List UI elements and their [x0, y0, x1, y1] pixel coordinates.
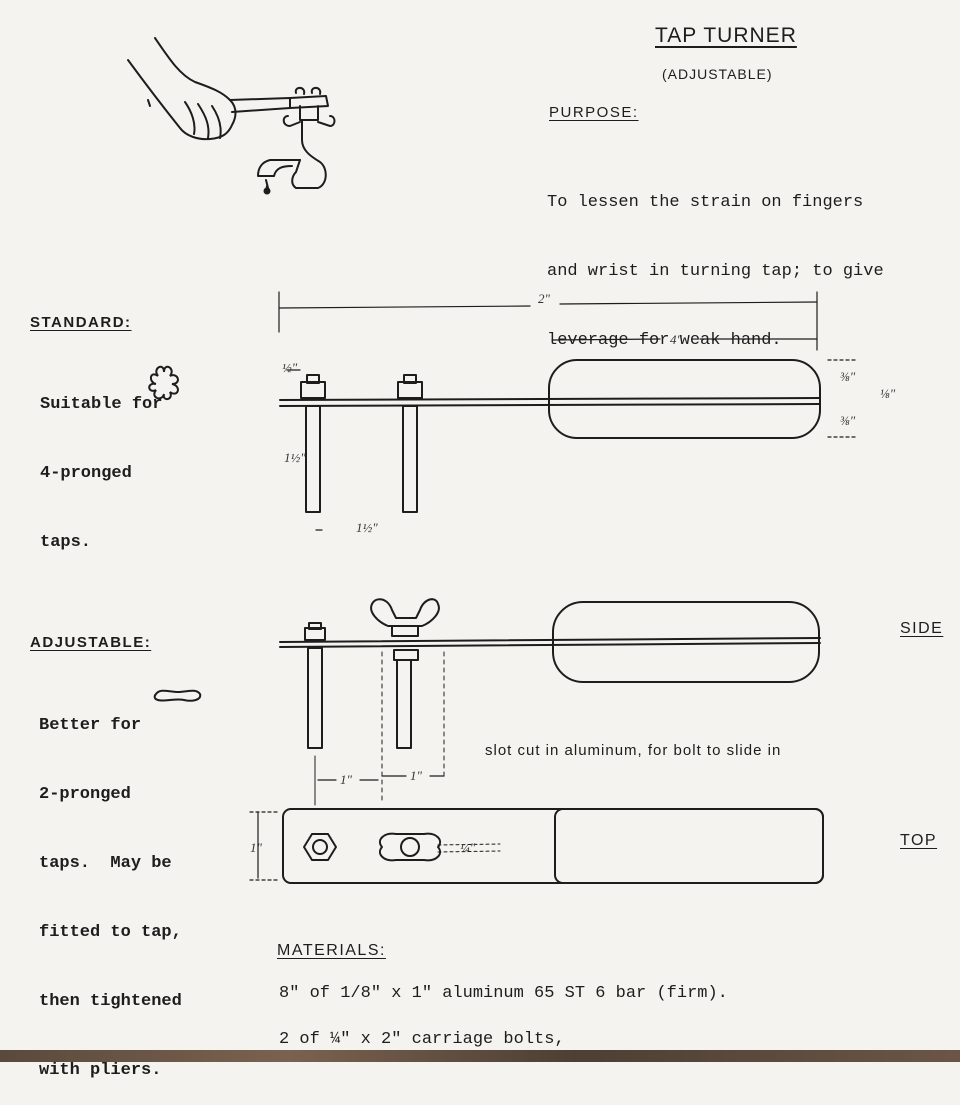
purpose-line: To lessen the strain on fingers: [547, 193, 864, 212]
standard-line: taps.: [40, 533, 92, 552]
dimension-labels: 2" 4" ½" 1½" 1½" ⅜" ⅜" ⅛" 1" 1" 1" ¼": [250, 291, 896, 855]
four-prong-tap-icon: [148, 365, 179, 400]
purpose-text: To lessen the strain on fingers and wris…: [547, 145, 884, 375]
purpose-heading: PURPOSE:: [549, 104, 639, 121]
standard-line: Suitable for: [40, 395, 163, 414]
standard-heading: STANDARD:: [30, 314, 132, 331]
standard-side-view: [279, 359, 821, 513]
slot-note: slot cut in aluminum, for bolt to slide …: [485, 742, 782, 759]
materials-line-1: 8" of 1/8" x 1" aluminum 65 ST 6 bar (fi…: [279, 984, 728, 1003]
bolt-offset-label: ½": [282, 360, 298, 375]
slot-width-label: ¼": [460, 840, 476, 855]
standard-dimension-lines: [278, 291, 859, 531]
hand-turning-tap-illustration: [127, 37, 336, 195]
bolt-spacing-label: 1½": [356, 520, 378, 535]
adjustable-heading: ADJUSTABLE:: [30, 634, 152, 651]
adjustable-line: taps. May be: [39, 854, 172, 873]
adjustable-top-view: [282, 808, 824, 884]
purpose-line: leverage for weak hand.: [547, 331, 782, 350]
purpose-line: and wrist in turning tap; to give: [547, 262, 884, 281]
materials-line-2: 2 of ¼" x 2" carriage bolts,: [279, 1030, 565, 1049]
handle-top-label: ⅜": [840, 369, 856, 384]
adjustable-line: then tightened: [39, 992, 182, 1011]
side-view-label: SIDE: [900, 620, 944, 637]
two-prong-tap-icon: [153, 689, 202, 702]
adjustable-line: fitted to tap,: [39, 923, 182, 942]
page-title: TAP TURNER: [655, 24, 797, 47]
adjustable-line: Better for: [39, 716, 142, 735]
handle-thickness-label: ⅛": [880, 386, 896, 401]
technical-drawing: 2" 4" ½" 1½" 1½" ⅜" ⅜" ⅛" 1" 1" 1" ¼": [127, 37, 896, 884]
overall-length-label: 2": [538, 291, 551, 306]
bolt-height-label: 1½": [284, 450, 306, 465]
top-view-label: TOP: [900, 832, 938, 849]
standard-text: Suitable for 4-pronged taps.: [40, 347, 162, 577]
page-subtitle: (ADJUSTABLE): [662, 66, 773, 82]
adjustable-line: with pliers.: [39, 1061, 162, 1080]
standard-line: 4-pronged: [40, 464, 132, 483]
handle-length-label: 4": [670, 332, 683, 347]
adj-spacing-1-label: 1": [340, 772, 353, 787]
top-width-label: 1": [250, 840, 263, 855]
handle-bottom-label: ⅜": [840, 413, 856, 428]
adjustable-side-view: [279, 598, 821, 806]
adjustable-dimension-lines: [249, 775, 445, 881]
materials-heading: MATERIALS:: [277, 942, 386, 959]
photo-edge-strip: [0, 1050, 960, 1062]
adj-spacing-2-label: 1": [410, 768, 423, 783]
adjustable-line: 2-pronged: [39, 785, 131, 804]
